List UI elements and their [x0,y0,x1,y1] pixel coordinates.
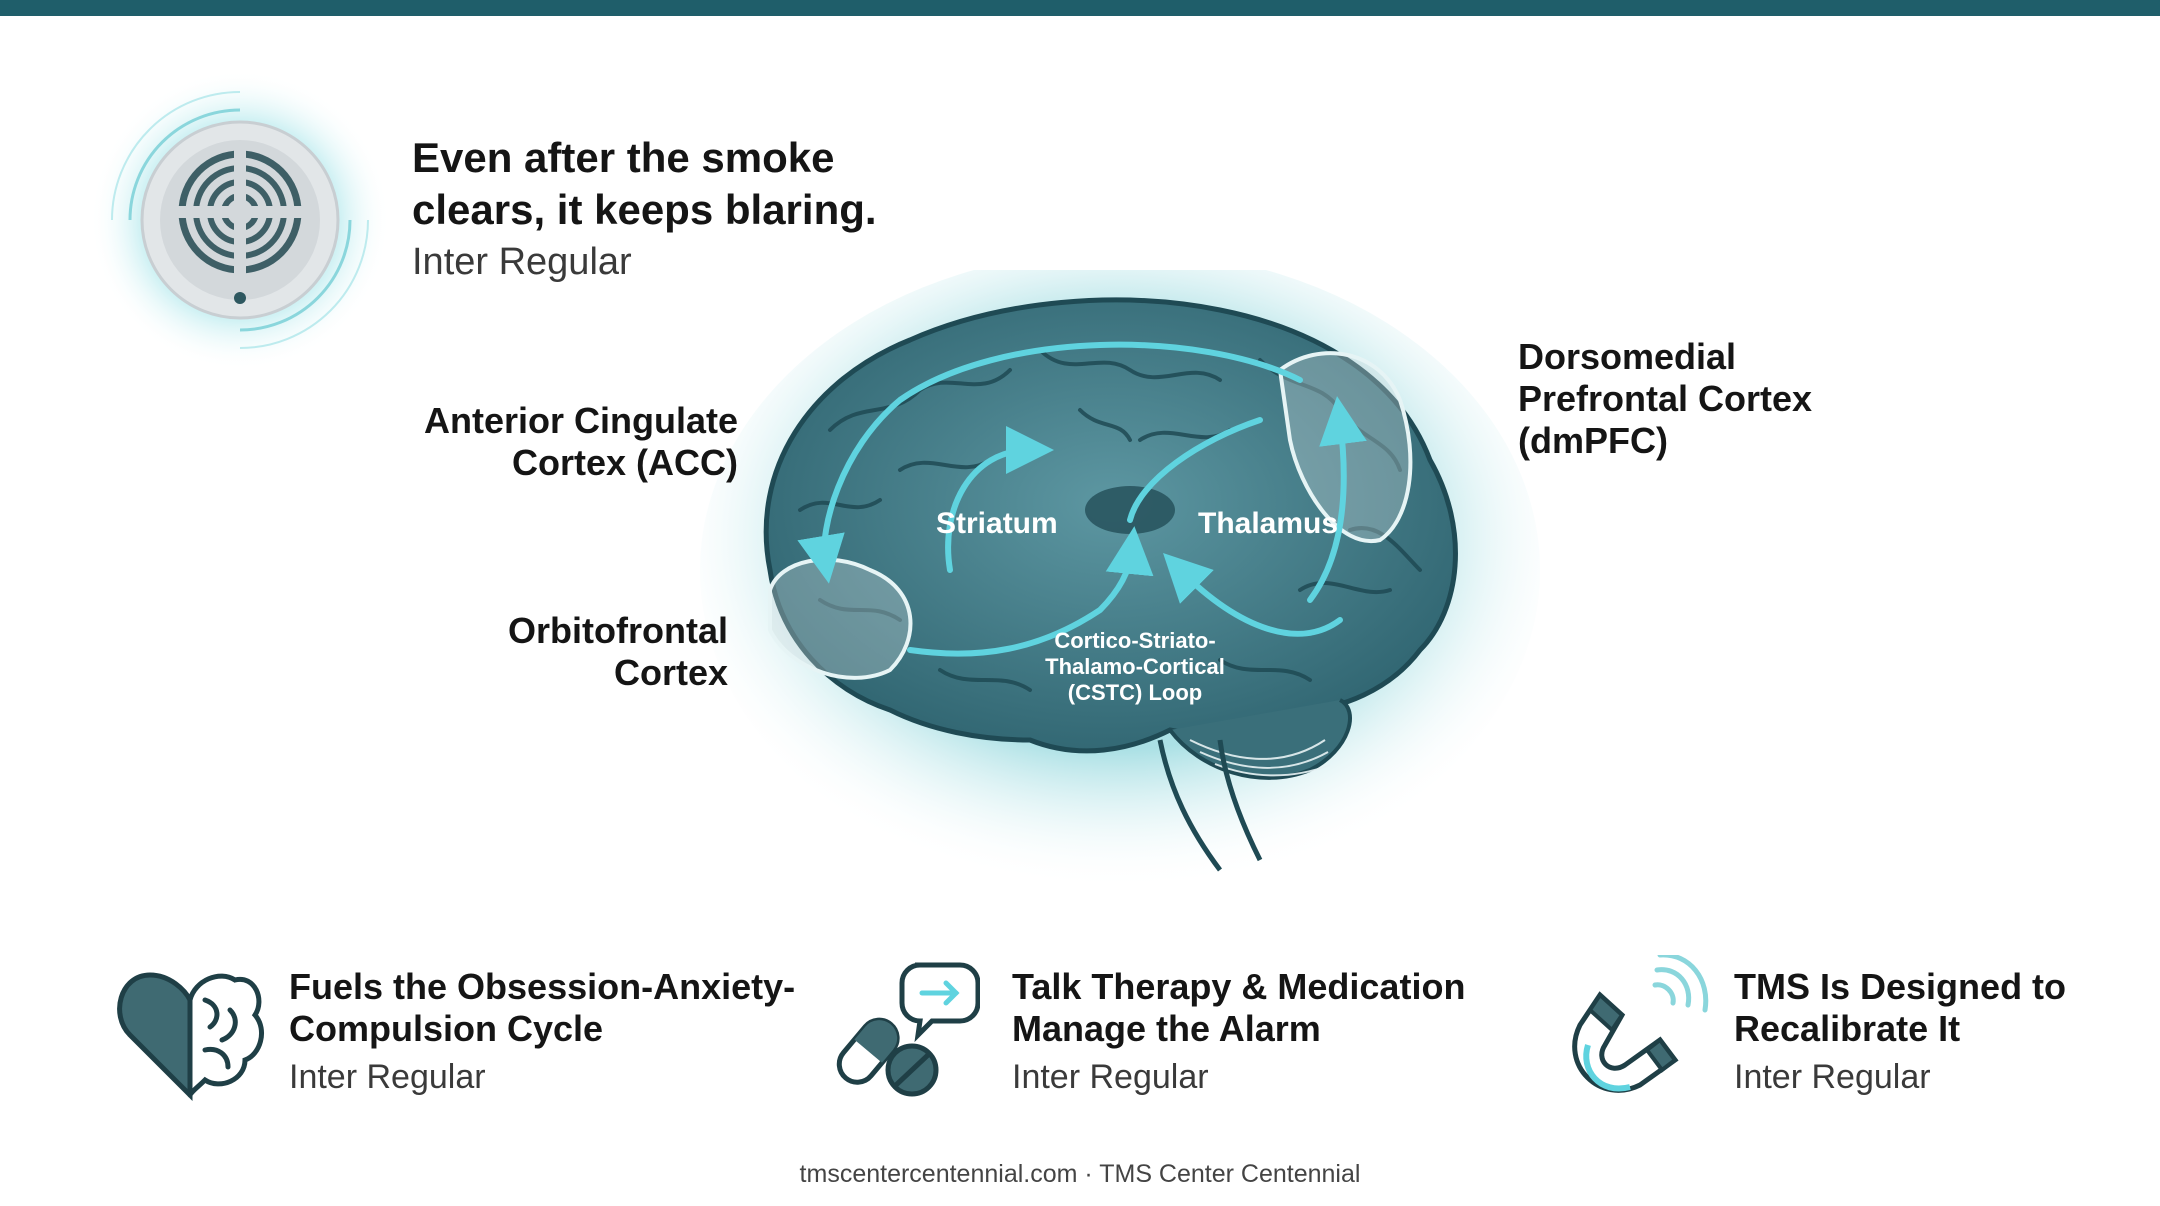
card-1-subtitle: Inter Regular [289,1058,486,1096]
card-3-subtitle: Inter Regular [1734,1058,1931,1096]
label-dmpfc: Dorsomedial Prefrontal Cortex (dmPFC) [1518,336,1813,461]
card-1-title: Fuels the Obsession-Anxiety-Compulsion C… [289,966,796,1049]
label-cstc-loop: Cortico-Striato-Thalamo-Cortical (CSTC) … [1045,628,1225,705]
footer-text: tmscentercentennial.com · TMS Center Cen… [799,1160,1361,1188]
magnet-signal-icon [1572,955,1709,1093]
label-ofc: Orbitofrontal Cortex [508,610,728,693]
hero-subtitle: Inter Regular [412,241,632,283]
card-2-subtitle: Inter Regular [1012,1058,1209,1096]
top-bar [0,0,2160,16]
label-acc: Anterior Cingulate Cortex (ACC) [423,400,738,483]
card-3-title: TMS Is Designed to Recalibrate It [1734,966,2067,1049]
brain-illustration [700,270,1540,890]
heart-brain-icon [117,972,264,1102]
label-striatum: Striatum [936,507,1058,540]
hero-title: Even after the smoke clears, it keeps bl… [412,134,877,233]
smoke-alarm-icon [90,70,390,370]
card-2-title: Talk Therapy & Medication Manage the Ala… [1012,966,1466,1049]
pills-speech-bubble-icon [836,962,980,1097]
label-thalamus: Thalamus [1198,507,1339,540]
